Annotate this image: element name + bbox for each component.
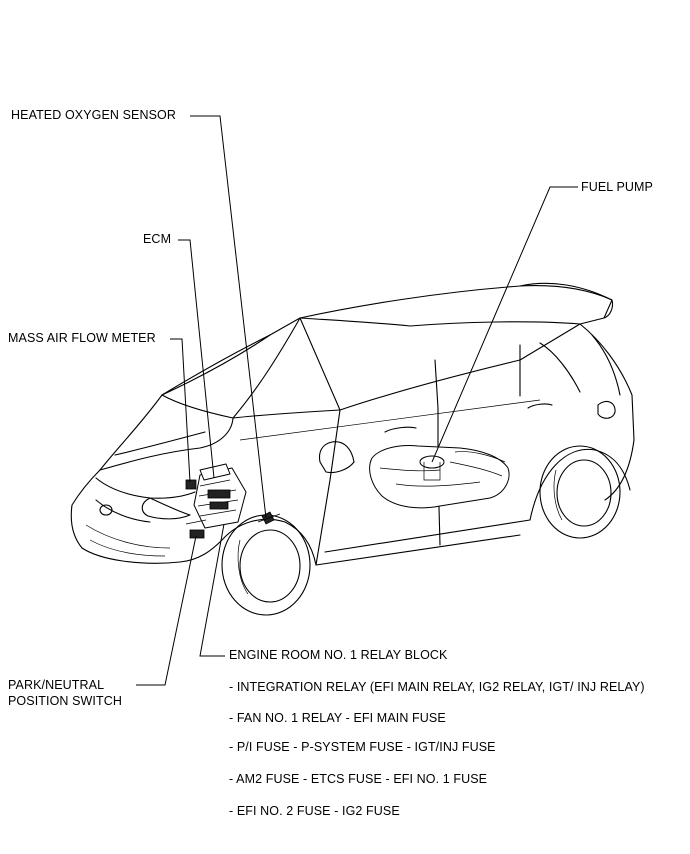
mass-air-flow-meter-label: MASS AIR FLOW METER [8, 331, 156, 345]
relay-block-item: - EFI NO. 2 FUSE - IG2 FUSE [229, 804, 400, 818]
park-neutral-switch-label-line1: PARK/NEUTRAL [8, 678, 105, 692]
heated-oxygen-sensor-label: HEATED OXYGEN SENSOR [11, 108, 176, 122]
fuel-pump-label: FUEL PUMP [581, 180, 653, 194]
engine-room-relay-block-label: ENGINE ROOM NO. 1 RELAY BLOCK [229, 648, 448, 662]
park-neutral-switch-label-line2: POSITION SWITCH [8, 694, 122, 708]
ecm-label: ECM [143, 232, 172, 246]
relay-block-item: - AM2 FUSE - ETCS FUSE - EFI NO. 1 FUSE [229, 772, 488, 786]
engine-components [185, 463, 281, 539]
fuel-tank [369, 445, 510, 509]
front-wheel [221, 514, 311, 616]
relay-block-item: - FAN NO. 1 RELAY - EFI MAIN FUSE [229, 711, 446, 725]
car-body-outline [70, 282, 635, 566]
leader-lines [136, 115, 578, 686]
relay-block-item: - P/I FUSE - P-SYSTEM FUSE - IGT/INJ FUS… [229, 740, 496, 754]
rear-wheel [539, 445, 621, 539]
relay-block-item: - INTEGRATION RELAY (EFI MAIN RELAY, IG2… [229, 680, 645, 694]
